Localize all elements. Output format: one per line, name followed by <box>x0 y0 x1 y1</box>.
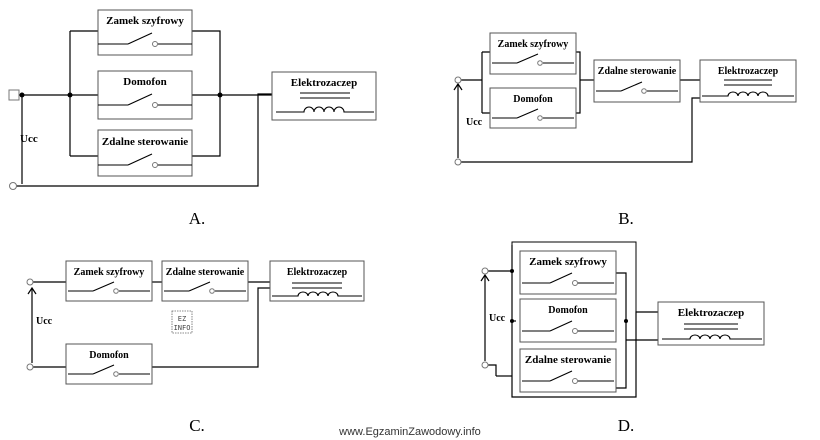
zamek-szyfrowy-box: Zamek szyfrowy <box>65 260 153 302</box>
svg-text:Elektrozaczep: Elektrozaczep <box>287 267 348 278</box>
zamek-szyfrowy-box: Zamek szyfrowy <box>519 250 617 295</box>
terminal-bottom <box>481 361 489 369</box>
svg-text:Zdalne sterowanie: Zdalne sterowanie <box>102 136 188 148</box>
svg-text:Elektrozaczep: Elektrozaczep <box>718 66 779 77</box>
elektrozaczep-box: Elektrozaczep <box>271 71 377 121</box>
svg-text:Zdalne sterowanie: Zdalne sterowanie <box>598 66 677 77</box>
terminal-top <box>481 267 489 275</box>
zdalne-sterowanie-box: Zdalne sterowanie <box>593 59 681 103</box>
terminal-bottom <box>454 158 462 166</box>
caption-a: A. <box>189 209 206 228</box>
caption-c: C. <box>189 416 205 435</box>
terminal-top <box>8 89 20 101</box>
diagram-b: Ucc Zamek szyfrowy Domofon Zdalne sterow… <box>453 32 797 228</box>
elektrozaczep-box: Elektrozaczep <box>269 260 365 302</box>
svg-text:Zamek szyfrowy: Zamek szyfrowy <box>106 15 184 27</box>
zamek-szyfrowy-box: Zamek szyfrowy <box>97 9 193 56</box>
svg-text:Zdalne sterowanie: Zdalne sterowanie <box>166 267 245 278</box>
svg-text:Zamek szyfrowy: Zamek szyfrowy <box>529 256 607 268</box>
ucc-label: Ucc <box>20 133 38 145</box>
watermark: www.EgzaminZawodowy.info <box>338 426 481 438</box>
zdalne-sterowanie-box: Zdalne sterowanie <box>519 348 617 393</box>
elektrozaczep-box: Elektrozaczep <box>657 301 765 346</box>
zdalne-sterowanie-box: Zdalne sterowanie <box>97 129 193 177</box>
domofon-box: Domofon <box>489 87 577 129</box>
ez-info-logo: EZ INFO <box>171 310 193 334</box>
terminal-bottom <box>26 363 34 371</box>
svg-text:Domofon: Domofon <box>513 94 553 105</box>
zdalne-sterowanie-box: Zdalne sterowanie <box>161 260 249 302</box>
ucc-label: Ucc <box>489 313 506 324</box>
svg-text:Zamek szyfrowy: Zamek szyfrowy <box>74 267 145 278</box>
diagram-b-wiring <box>453 51 700 163</box>
diagram-a: Ucc Zamek szyfrowy Domofon Zdalne sterow… <box>8 9 377 228</box>
svg-text:Domofon: Domofon <box>548 305 588 316</box>
svg-text:EZ: EZ <box>178 315 186 323</box>
diagram-d: Ucc Zamek szyfrowy Domofon Zdalne sterow… <box>480 241 765 435</box>
ucc-label: Ucc <box>466 117 483 128</box>
svg-text:Elektrozaczep: Elektrozaczep <box>291 77 357 89</box>
outer-frame <box>511 241 637 398</box>
svg-text:Zamek szyfrowy: Zamek szyfrowy <box>498 39 569 50</box>
diagram-a-wiring <box>14 30 272 187</box>
diagram-c-wiring <box>27 281 270 368</box>
ucc-label: Ucc <box>36 316 53 327</box>
diagram-c: Ucc Zamek szyfrowy Zdalne sterowanie Dom… <box>26 260 365 435</box>
svg-text:Elektrozaczep: Elektrozaczep <box>678 307 744 319</box>
svg-text:Domofon: Domofon <box>89 350 129 361</box>
caption-d: D. <box>618 416 635 435</box>
terminal-top <box>26 278 34 286</box>
domofon-box: Domofon <box>97 70 193 120</box>
caption-b: B. <box>618 209 634 228</box>
domofon-box: Domofon <box>519 298 617 343</box>
svg-text:INFO: INFO <box>174 324 191 332</box>
svg-text:Zdalne sterowanie: Zdalne sterowanie <box>525 354 611 366</box>
terminal-bottom <box>9 182 17 190</box>
terminal-top <box>454 76 462 84</box>
svg-text:Domofon: Domofon <box>123 76 166 88</box>
elektrozaczep-box: Elektrozaczep <box>699 59 797 103</box>
zamek-szyfrowy-box: Zamek szyfrowy <box>489 32 577 75</box>
domofon-box: Domofon <box>65 343 153 385</box>
